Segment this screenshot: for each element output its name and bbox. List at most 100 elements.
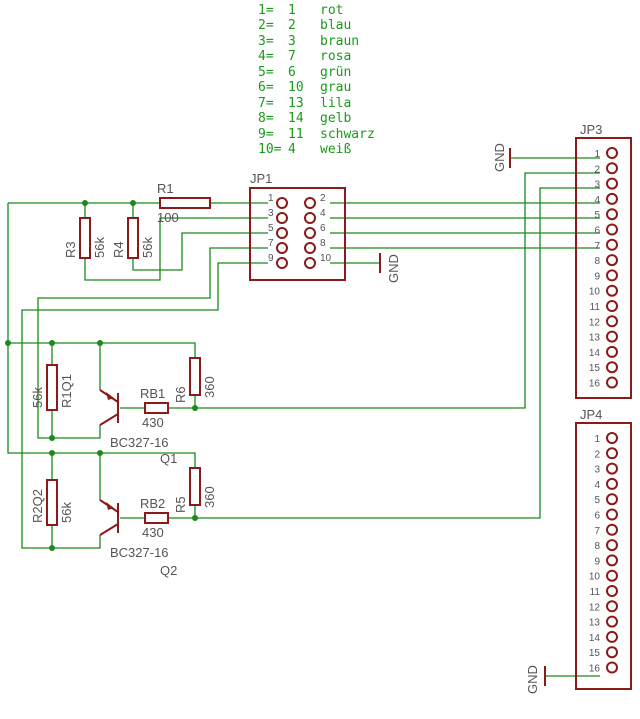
connector-pin: [606, 585, 618, 597]
r3-label: R3: [63, 241, 78, 258]
connector-pin: [606, 477, 618, 490]
wire-color-legend: 1= 1 rot 2= 2 blau 3= 3 braun 4= 7 rosa …: [258, 3, 375, 157]
legend-pin: 14: [288, 111, 304, 126]
connector-pin-label: 4: [594, 195, 600, 206]
gnd-label: GND: [525, 665, 540, 694]
legend-index: 8=: [258, 111, 274, 126]
connector-pin: [606, 508, 618, 521]
connector-pin: [606, 376, 618, 389]
connector-pin: [606, 254, 618, 267]
wire: [8, 342, 196, 358]
connector-pin: [606, 462, 618, 475]
wire: [100, 452, 196, 468]
resistor-r1q1: 56k R1Q1: [30, 364, 74, 411]
jp1-pin-label: 2: [320, 193, 326, 204]
q1-label: Q1: [160, 451, 177, 466]
connector-pin-label: 7: [594, 241, 600, 252]
transistor-q1: BC327-16 Q1: [99, 389, 177, 466]
jp1-pin-label: 5: [268, 223, 274, 234]
connector-pin-label: 1: [594, 149, 600, 160]
connector-pin: [606, 432, 618, 444]
connector-pin: [606, 208, 618, 221]
connector-pin: [606, 177, 618, 190]
q1-type: BC327-16: [110, 435, 169, 450]
legend-color: grün: [320, 65, 351, 80]
jp1-pin-label: 4: [320, 208, 326, 219]
q2-type: BC327-16: [110, 545, 169, 560]
legend-index: 7=: [258, 96, 274, 111]
r3-value: 56k: [92, 237, 107, 258]
junction-dot: [82, 200, 88, 206]
connector-pin-label: 2: [594, 449, 600, 460]
r2q2-label: R2Q2: [30, 489, 45, 523]
connector-pin: [606, 315, 618, 328]
wire: [84, 217, 268, 281]
connector-pin: [606, 493, 618, 506]
r1q1-label: R1Q1: [59, 374, 74, 408]
connector-pin: [606, 661, 618, 674]
jp4-body: [575, 422, 632, 690]
connector-pin: [606, 615, 618, 628]
gnd-symbol: GND: [379, 253, 401, 283]
legend-pin: 4: [288, 142, 296, 157]
legend-index: 9=: [258, 127, 274, 142]
junction-dot: [192, 515, 198, 521]
junction-dot: [49, 450, 55, 456]
legend-index: 2=: [258, 18, 274, 33]
gnd-symbol: GND: [492, 143, 511, 172]
jp1-pin: [304, 197, 316, 209]
connector-pin-label: 12: [589, 317, 601, 328]
legend-pin: 1: [288, 3, 296, 18]
jp1-pin: [276, 212, 288, 224]
connector-pin-label: 10: [589, 572, 601, 583]
rb2-value: 430: [142, 525, 164, 540]
connector-pin-label: 5: [594, 495, 600, 506]
connector-pin-label: 11: [590, 587, 601, 598]
junction-dot: [97, 450, 103, 456]
wire: [132, 232, 268, 271]
connector-pin: [606, 284, 618, 297]
r5-value: 360: [202, 486, 217, 508]
junction-dot: [49, 435, 55, 441]
legend-color: weiß: [320, 142, 351, 157]
legend-index: 6=: [258, 80, 274, 95]
jp4-label: JP4: [580, 407, 602, 422]
resistor-r2q2: R2Q2 56k: [30, 479, 74, 526]
connector-pin-label: 16: [589, 379, 601, 390]
connector-pin: [606, 554, 618, 567]
wire: [51, 410, 101, 439]
wire: [37, 247, 268, 439]
legend-pin: 11: [288, 127, 304, 142]
legend-index: 3=: [258, 34, 274, 49]
legend-pin: 13: [288, 96, 304, 111]
connector-pin-label: 16: [589, 664, 601, 675]
resistor-r1: R1 100: [157, 181, 211, 225]
transistor-q2: BC327-16 Q2: [99, 499, 177, 578]
legend-color: rosa: [320, 49, 351, 64]
legend-pin: 2: [288, 18, 296, 33]
legend-color: lila: [320, 96, 351, 111]
connector-pin: [606, 361, 618, 374]
resistor-rb2: RB2 430: [140, 496, 169, 540]
connector-pin: [606, 269, 618, 282]
r2q2-value: 56k: [59, 502, 74, 523]
jp1-pin-label: 7: [268, 238, 274, 249]
connector-pin-label: 13: [589, 618, 601, 629]
jp1-pin: [304, 212, 316, 224]
wire: [168, 172, 600, 409]
legend-color: grau: [320, 80, 351, 95]
junction-dot: [5, 340, 11, 346]
connector-pin: [606, 523, 618, 536]
r6-value: 360: [202, 376, 217, 398]
jp1-connector: JP1 1 3 5 7 9 2 4 6 8 10: [249, 171, 346, 281]
wire: [7, 203, 100, 454]
resistor-r3: R3 56k: [63, 217, 107, 259]
connector-pin-label: 15: [589, 648, 601, 659]
junction-dot: [49, 545, 55, 551]
legend-index: 5=: [258, 65, 274, 80]
connector-pin-label: 14: [589, 348, 601, 359]
connector-pin-label: 12: [589, 602, 601, 613]
